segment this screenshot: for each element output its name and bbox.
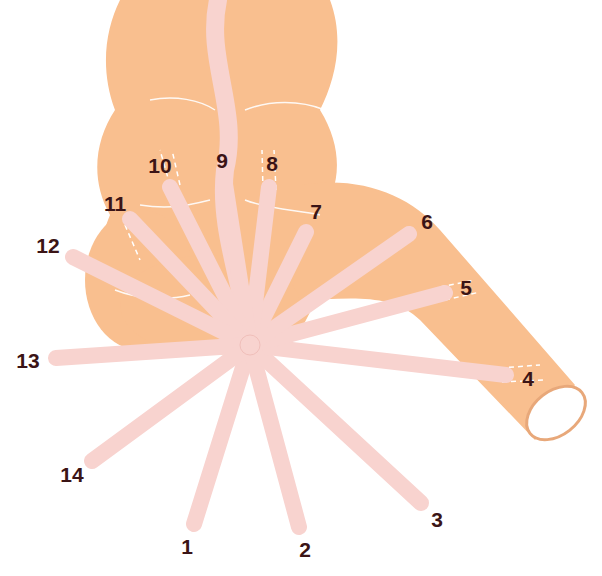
callout-number: 14 (60, 464, 83, 485)
callout-number: 10 (148, 155, 171, 176)
callout-number: 7 (310, 201, 322, 222)
callout-number: 11 (104, 193, 126, 214)
callout-number: 5 (460, 277, 472, 298)
callout-number: 9 (216, 150, 228, 171)
callout-number: 1 (181, 536, 193, 557)
callout-number: 4 (522, 368, 534, 389)
callout-number: 12 (36, 235, 59, 256)
callout-number: 2 (299, 539, 311, 560)
callout-number: 8 (266, 153, 278, 174)
callout-number: 6 (421, 211, 433, 232)
callout-number: 13 (16, 350, 39, 371)
callout-number: 3 (431, 509, 443, 530)
